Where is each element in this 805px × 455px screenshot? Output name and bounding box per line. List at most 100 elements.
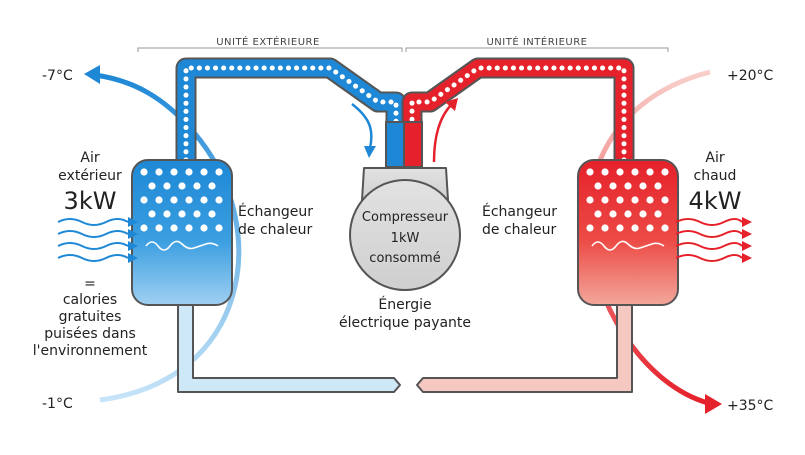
bubble (200, 168, 208, 176)
cold-flow-arrow (351, 103, 373, 149)
hot-flow-arrowhead (445, 98, 458, 111)
compressor-title: Compresseur (362, 210, 449, 225)
bubble (215, 168, 223, 176)
outdoor-liquid-line (145, 240, 219, 251)
section-label-indoor: UNITÉ INTÉRIEURE (486, 35, 587, 48)
bubble (185, 168, 193, 176)
bubble (601, 196, 609, 204)
bubble (624, 210, 632, 218)
bubble (639, 210, 647, 218)
bubble (586, 196, 594, 204)
bubble (148, 210, 156, 218)
compressor-body (349, 179, 461, 291)
bubble (170, 168, 178, 176)
outdoor-air-arrowhead (84, 65, 100, 84)
bubble (654, 182, 662, 190)
indoor-air-label-2: chaud (694, 168, 737, 184)
bubble (170, 196, 178, 204)
bubble (639, 182, 647, 190)
indoor-exchanger-label-1: Échangeur (482, 203, 557, 220)
bubble (185, 196, 193, 204)
bubble (148, 182, 156, 190)
bubble (586, 168, 594, 176)
outdoor-note-4: l'environnement (33, 343, 148, 359)
compressor-power: 1kW (391, 231, 420, 246)
bubble (646, 196, 654, 204)
bubble (178, 210, 186, 218)
bubble (594, 182, 602, 190)
bubble (200, 224, 208, 232)
bubble (631, 224, 639, 232)
bubble (185, 224, 193, 232)
cold-flow-arrowhead (364, 146, 376, 158)
indoor-liquid-line (591, 240, 665, 251)
bubble (155, 196, 163, 204)
outdoor-exchanger-label-2: de chaleur (238, 222, 312, 238)
indoor-air-arrowhead (705, 394, 722, 414)
energy-label-line2: électrique payante (339, 315, 471, 331)
temp-indoor-top: +20°C (727, 68, 774, 84)
outdoor-power: 3kW (64, 187, 117, 215)
energy-label-line1: Énergie (378, 296, 431, 313)
bubble (631, 168, 639, 176)
bubble (155, 168, 163, 176)
bubble (594, 210, 602, 218)
outdoor-note-1: calories (63, 292, 117, 308)
bubble (163, 210, 171, 218)
section-header-outdoor: UNITÉ EXTÉRIEURE (137, 35, 403, 52)
outdoor-air-wave-arrowheads (128, 217, 138, 263)
bubble (163, 182, 171, 190)
temp-indoor-bottom: +35°C (727, 398, 774, 414)
bubble (616, 196, 624, 204)
bubble (215, 224, 223, 232)
bubble (631, 196, 639, 204)
indoor-bubbles (586, 168, 669, 232)
bubble (609, 210, 617, 218)
indoor-heat-exchanger (577, 159, 679, 306)
compressor-inlet-stub (385, 121, 405, 168)
indoor-air-waves (675, 218, 743, 262)
bubble (200, 196, 208, 204)
bubble (616, 168, 624, 176)
bubble (624, 182, 632, 190)
bubble (193, 182, 201, 190)
temp-outdoor-bottom: -1°C (42, 396, 73, 412)
compressor-outlet-stub (403, 121, 423, 168)
bubble (646, 224, 654, 232)
bubble (140, 224, 148, 232)
outdoor-note-3: puisées dans (44, 326, 136, 342)
bubble (601, 168, 609, 176)
bubble (178, 182, 186, 190)
outdoor-air-waves (57, 218, 129, 262)
indoor-liquid-pipe (416, 299, 633, 393)
hot-flow-arrow (432, 103, 453, 163)
outdoor-note-2: gratuites (59, 309, 122, 325)
indoor-exchanger-label-2: de chaleur (482, 222, 556, 238)
compressor: Compresseur 1kW consommé (349, 167, 461, 291)
outdoor-bubbles (140, 168, 223, 232)
bubble (140, 196, 148, 204)
outdoor-liquid-pipe (177, 299, 401, 393)
bubble (609, 182, 617, 190)
bubble (616, 224, 624, 232)
bubble (208, 210, 216, 218)
bubble (140, 168, 148, 176)
bubble (208, 182, 216, 190)
section-label-outdoor: UNITÉ EXTÉRIEURE (216, 35, 320, 48)
bubble (155, 224, 163, 232)
outdoor-air-label-2: extérieur (58, 168, 122, 184)
bubble (193, 210, 201, 218)
bubble (661, 224, 669, 232)
bubble (601, 224, 609, 232)
bubble (170, 224, 178, 232)
indoor-air-label-1: Air (705, 150, 724, 166)
outdoor-heat-exchanger (131, 159, 233, 306)
outdoor-exchanger-label-1: Échangeur (238, 203, 313, 220)
bubble (661, 196, 669, 204)
bubble (215, 196, 223, 204)
section-header-indoor: UNITÉ INTÉRIEURE (405, 35, 669, 52)
indoor-power: 4kW (689, 187, 742, 215)
compressor-consumed: consommé (369, 251, 440, 266)
temp-outdoor-top: -7°C (42, 68, 73, 84)
